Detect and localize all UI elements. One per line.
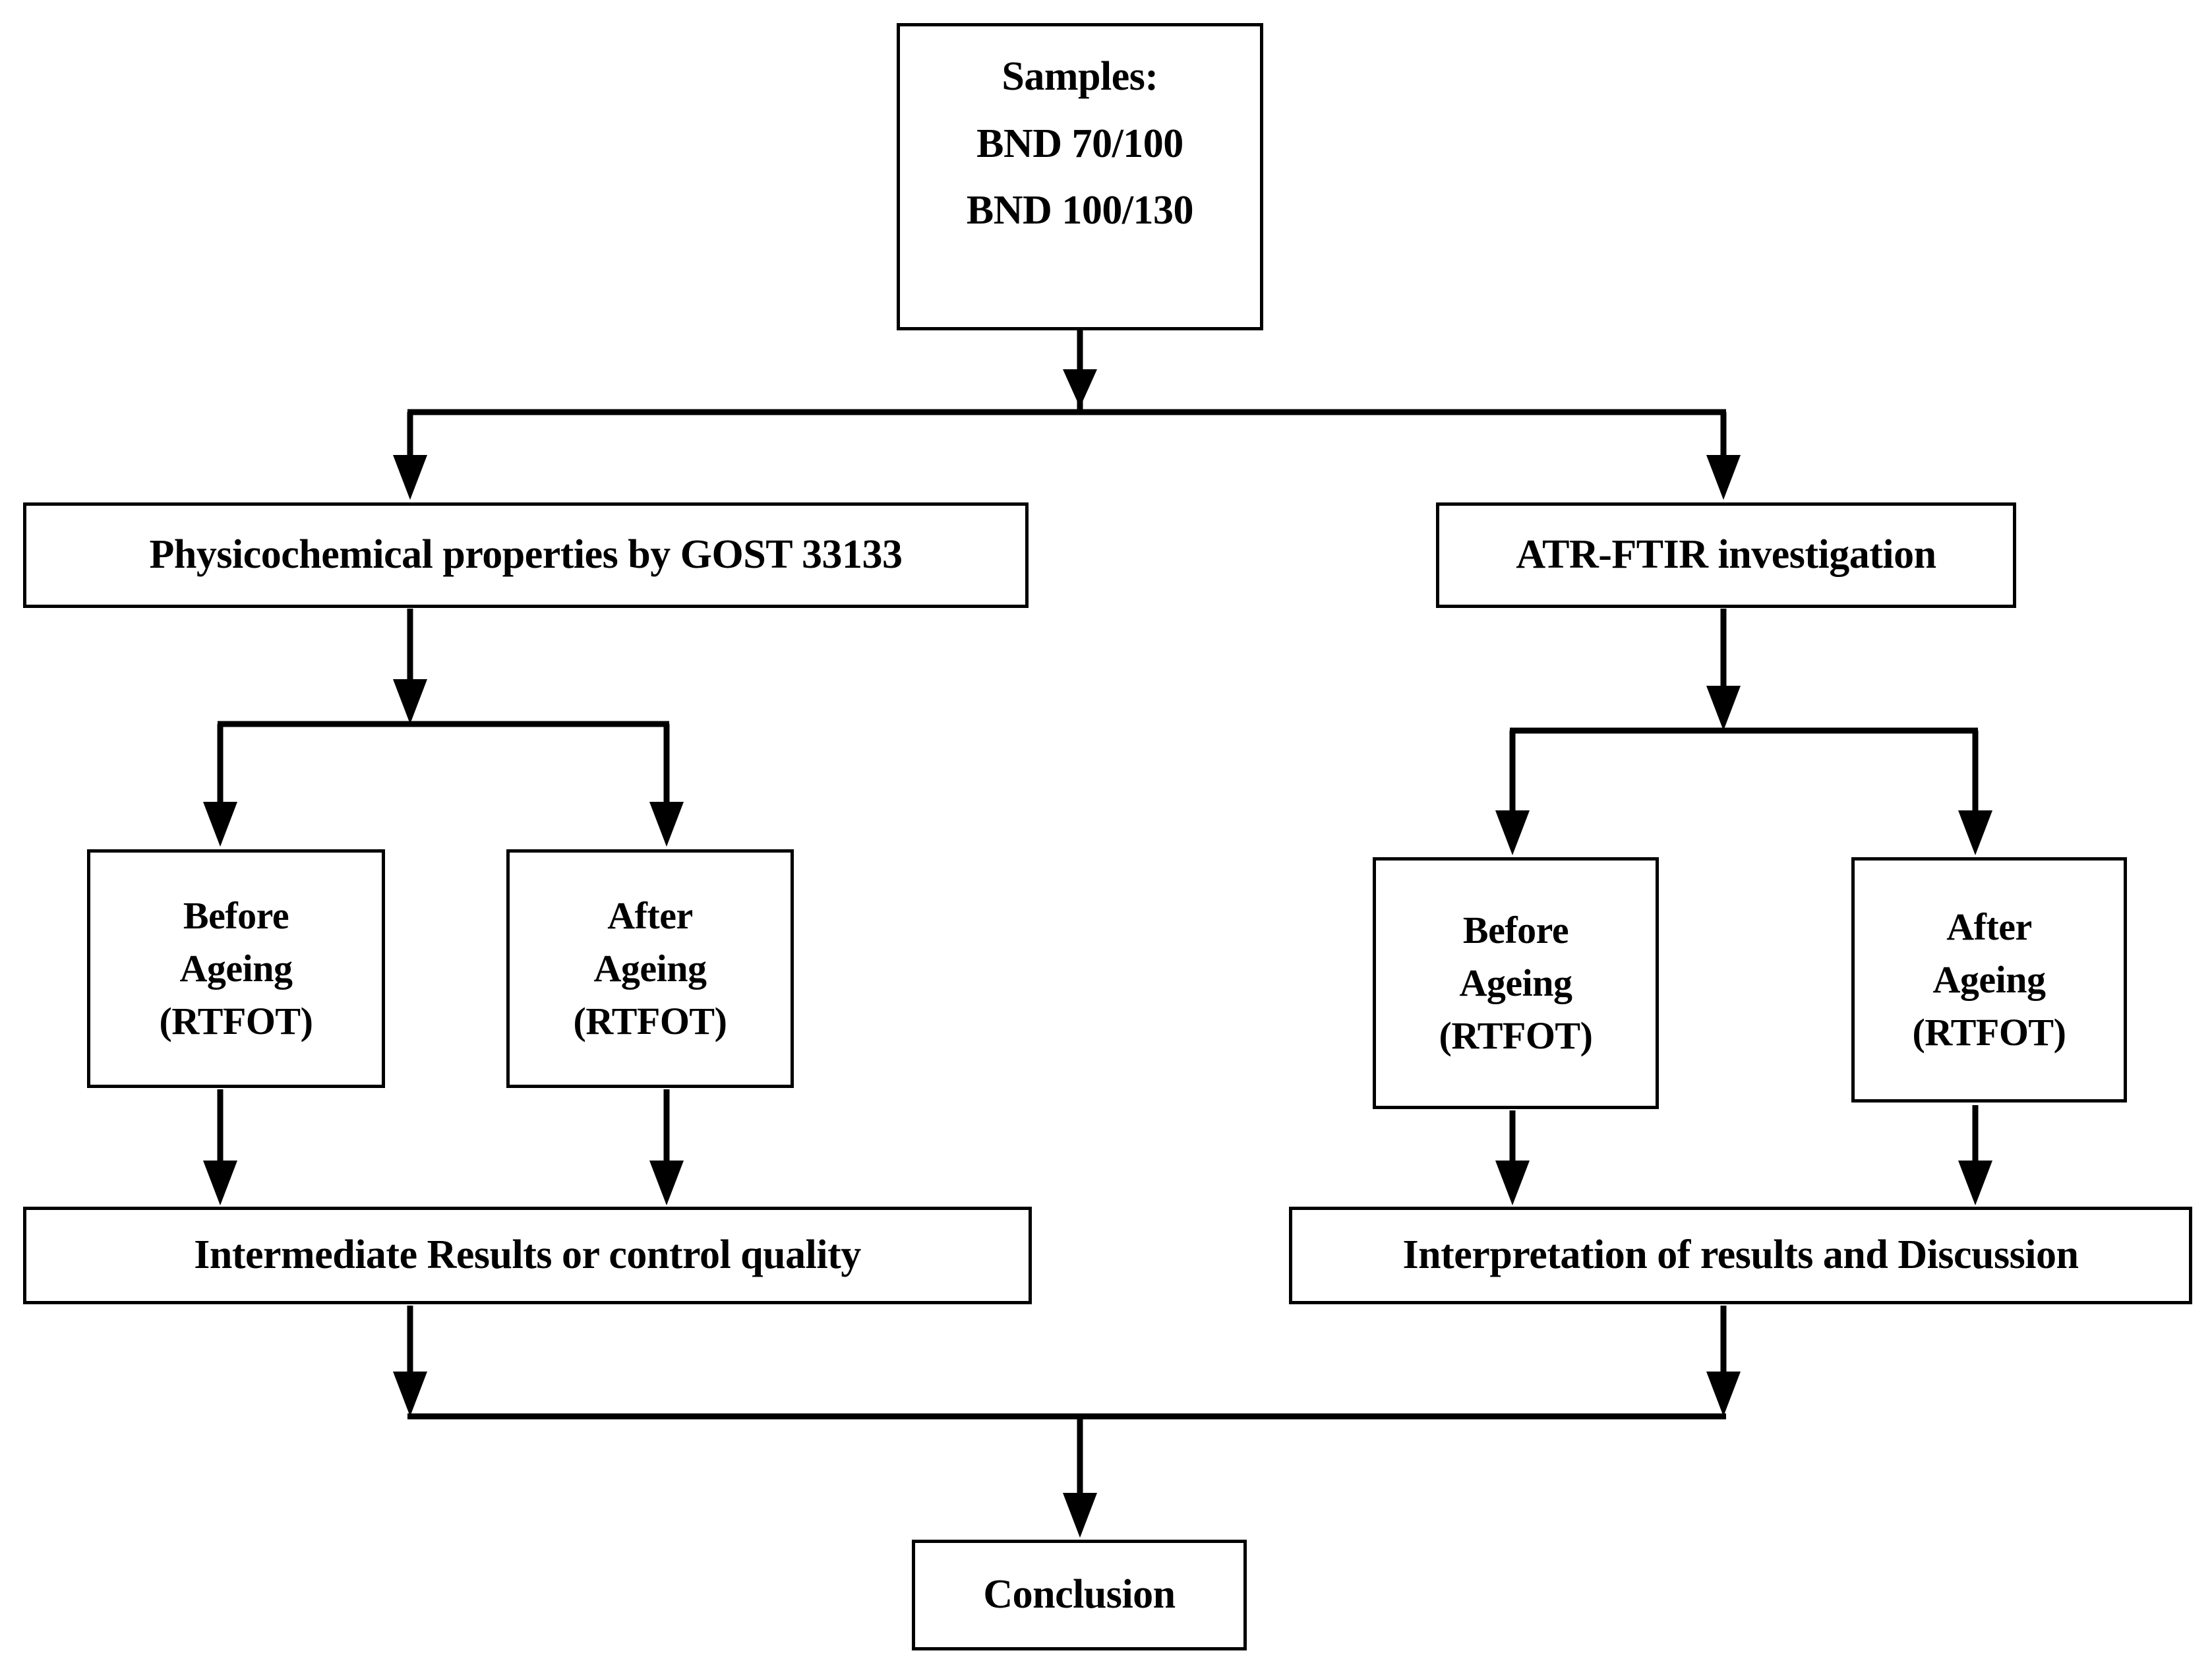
node-samples-line2: BND 70/100: [976, 121, 1183, 166]
node-right-after-ageing-line2: Ageing: [1932, 957, 2047, 1001]
node-right-after-ageing[interactable]: After Ageing (RTFOT): [1851, 857, 2127, 1102]
node-left-before-ageing[interactable]: Before Ageing (RTFOT): [87, 849, 385, 1088]
node-right-before-ageing-line3: (RTFOT): [1439, 1014, 1593, 1058]
node-right-before-ageing-line2: Ageing: [1459, 961, 1573, 1004]
node-samples[interactable]: Samples: BND 70/100 BND 100/130: [897, 23, 1263, 330]
node-left-after-ageing-line2: Ageing: [593, 946, 707, 990]
node-interpretation-of-results[interactable]: Interpretation of results and Discussion: [1289, 1207, 2192, 1304]
edge-left-before-to-intermediate: [203, 1089, 237, 1205]
edge-atrftir-to-split: [1495, 609, 1992, 855]
node-conclusion-label: Conclusion: [983, 1572, 1176, 1617]
node-atr-ftir-investigation[interactable]: ATR-FTIR investigation: [1436, 502, 2016, 608]
node-left-before-ageing-line3: (RTFOT): [159, 1000, 313, 1043]
edge-right-after-to-interpretation: [1958, 1105, 1992, 1205]
node-atr-ftir-label: ATR-FTIR investigation: [1516, 532, 1936, 578]
node-left-before-ageing-line1: Before: [183, 893, 289, 937]
node-conclusion[interactable]: Conclusion: [912, 1540, 1247, 1650]
node-left-after-ageing-line3: (RTFOT): [573, 1000, 727, 1043]
node-intermediate-results-label: Intermediate Results or control quality: [194, 1232, 861, 1278]
edge-merge-to-conclusion: [393, 1306, 1741, 1538]
node-samples-line1: Samples:: [1001, 54, 1158, 99]
edge-samples-to-split: [393, 330, 1741, 500]
edge-physchem-to-split: [203, 609, 684, 847]
node-left-after-ageing[interactable]: After Ageing (RTFOT): [506, 849, 794, 1088]
node-right-after-ageing-line3: (RTFOT): [1912, 1011, 2066, 1054]
node-left-after-ageing-line1: After: [607, 893, 693, 937]
node-intermediate-results[interactable]: Intermediate Results or control quality: [23, 1207, 1032, 1304]
node-physicochemical-properties[interactable]: Physicochemical properties by GOST 33133: [23, 502, 1029, 608]
node-left-before-ageing-line2: Ageing: [179, 946, 293, 990]
node-right-before-ageing[interactable]: Before Ageing (RTFOT): [1373, 857, 1659, 1109]
edge-left-after-to-intermediate: [649, 1089, 684, 1205]
node-physicochemical-label: Physicochemical properties by GOST 33133: [149, 532, 903, 578]
node-right-before-ageing-line1: Before: [1462, 908, 1569, 951]
node-samples-line3: BND 100/130: [966, 188, 1194, 233]
node-interpretation-label: Interpretation of results and Discussion: [1402, 1232, 2079, 1278]
edge-right-before-to-interpretation: [1495, 1110, 1530, 1205]
node-right-after-ageing-line1: After: [1946, 905, 2032, 948]
